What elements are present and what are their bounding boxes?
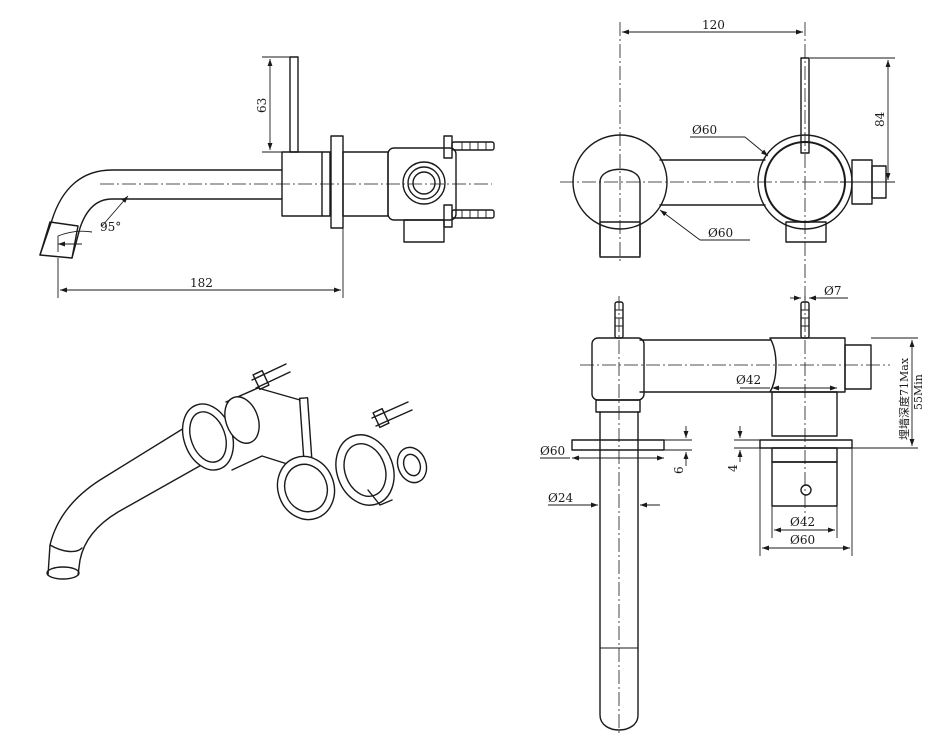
dim-height: 84 (873, 111, 887, 127)
dim-lever-height: 63 (255, 98, 269, 113)
top-spout-tube (599, 411, 639, 731)
iso-outlet-port (396, 446, 428, 484)
top-cap (771, 447, 838, 463)
dim-wall-depth-min: 55Min (912, 374, 925, 410)
dim-lever-diameter: Ø7 (824, 284, 841, 298)
top-flange-left (571, 439, 665, 451)
side-outlet-port (402, 161, 446, 205)
side-spout (39, 169, 283, 256)
iso-valve-body (335, 434, 395, 506)
iso-spout (47, 411, 211, 576)
iso-handle (276, 455, 336, 521)
dim-plate-left: Ø60 (708, 226, 733, 240)
dim-spout-angle: 95° (100, 220, 121, 234)
dim-flange-diameter: Ø60 (540, 444, 565, 458)
dim-wall-depth-max: 埋墙深度71Max (897, 357, 911, 440)
dim-cap-flange-diameter: Ø60 (790, 533, 815, 547)
dim-body-diameter: Ø42 (736, 373, 761, 387)
isometric-view (46, 363, 428, 580)
top-view: Ø42 埋墙深度71Max 55Min Ø60 6 4 Ø24 Ø42 (540, 296, 925, 735)
side-lever (289, 56, 299, 153)
front-spout (599, 168, 641, 256)
side-wall-plate (330, 135, 344, 229)
iso-spout-tip (46, 566, 80, 580)
dim-flange-thickness-right: 4 (726, 464, 740, 472)
side-mounting-bolt-top (443, 135, 495, 159)
dim-cap-diameter: Ø42 (790, 515, 815, 529)
side-spout-tip (39, 221, 79, 259)
front-view: 120 84 Ø60 Ø60 Ø7 (560, 18, 895, 301)
top-valve-body (639, 339, 771, 393)
dim-spout-length: 182 (190, 276, 213, 290)
dim-plate-right: Ø60 (692, 123, 717, 137)
side-mounting-bolt-bottom (443, 204, 495, 228)
top-flange-right (759, 439, 853, 449)
dim-flange-thickness-left: 6 (672, 466, 686, 474)
iso-bolt-left (251, 363, 291, 391)
side-handle-body (281, 151, 323, 217)
dim-spout-diameter: Ø24 (548, 491, 573, 505)
side-view: 63 95° 182 (39, 56, 495, 298)
dim-spacing: 120 (702, 18, 725, 32)
iso-bolt-right (371, 401, 413, 429)
